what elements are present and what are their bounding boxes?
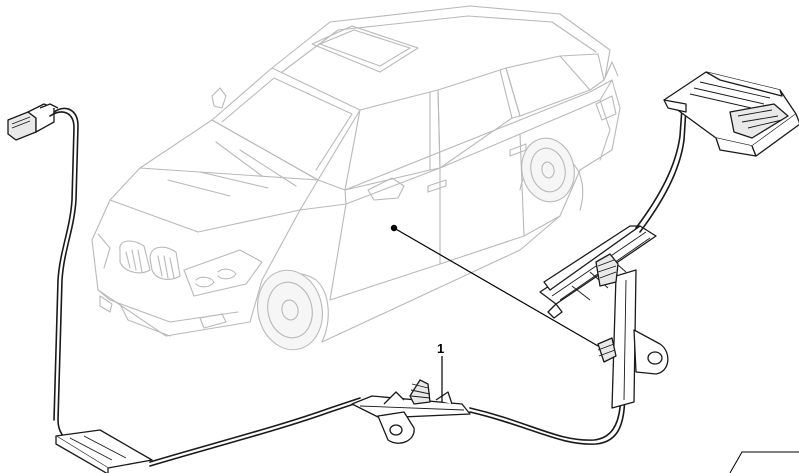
lower-cable-right	[469, 319, 633, 445]
car-illustration	[91, 5, 621, 351]
right-upper-clip	[539, 225, 657, 319]
left-cable	[53, 107, 79, 443]
center-clip-bracket	[351, 379, 471, 444]
leader-lines	[390, 224, 599, 402]
right-upper-cable	[639, 107, 687, 233]
lower-cable-left	[149, 401, 361, 467]
wiring-harness	[7, 71, 799, 473]
left-connector-plug	[7, 103, 59, 141]
left-bottom-bracket	[55, 429, 153, 473]
antenna-module	[663, 71, 799, 157]
sheet-id-box	[729, 451, 799, 473]
leader-line-car-to-bracket	[393, 227, 599, 347]
right-vertical-bracket	[597, 269, 669, 409]
callout-label-1: 1	[437, 341, 444, 356]
